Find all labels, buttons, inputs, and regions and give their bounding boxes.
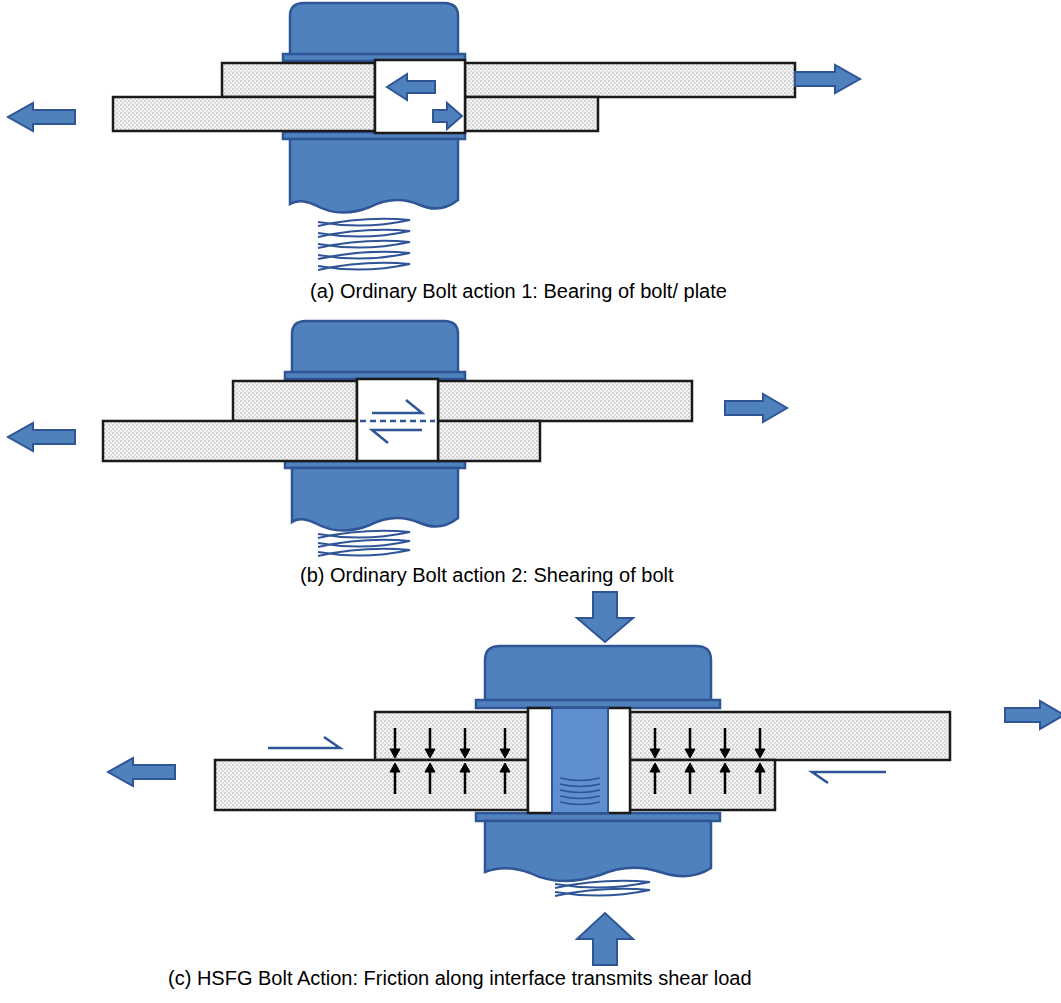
plate [103,421,357,461]
clamp-arrow [759,771,762,794]
clamp-arrow [724,771,727,794]
clamp-arrowhead [720,763,730,772]
screw-thread [560,778,600,781]
clamp-arrowhead [685,763,695,772]
screw-thread [560,796,600,799]
bearing-arrow [387,74,435,100]
plates-a [113,60,795,133]
clamp-arrow [689,771,692,794]
nut [292,468,458,531]
screw-thread [318,549,410,556]
clamp-arrowhead [650,749,660,758]
plate [465,97,598,131]
plate [630,760,775,810]
load-arrow [8,423,75,451]
bearing-arrow [433,103,462,129]
clamp-arrow [654,728,657,750]
nut [290,139,458,213]
clamp-arrow [394,728,397,750]
load-arrow [795,65,860,93]
clamp-arrowhead [755,749,765,758]
plate [222,63,375,97]
drawing-part [372,400,422,413]
plate [438,421,540,461]
screw-thread [560,790,600,793]
clamp-arrow [464,771,467,794]
bolt-shank [375,60,465,133]
clamp-arrowhead [425,763,435,772]
plate [630,712,950,760]
screw-thread [555,889,650,896]
plates-c [215,708,950,813]
screw-thread [318,252,410,259]
screw-thread [560,784,600,787]
clamp-arrowhead [460,763,470,772]
clamp-arrowhead [390,763,400,772]
shear-symbol [360,400,435,443]
clamp-arrowhead [500,749,510,758]
clamp-arrow [654,771,657,794]
load-arrows-c [108,592,1061,965]
clamp-arrow [429,728,432,750]
clamp-arrowhead [390,749,400,758]
clamp-arrow [689,728,692,750]
plates-b [103,379,692,461]
clamp-arrow [504,728,507,750]
screw-thread [318,263,410,270]
screw-thread [560,802,600,805]
clamp-arrowhead [685,749,695,758]
plate [215,760,528,810]
bolt-head [485,646,711,702]
plate [465,63,795,97]
clamp-arrowhead [720,749,730,758]
clamp-arrow [504,771,507,794]
drawing-part [360,420,435,423]
load-arrow [108,758,175,786]
shank-thread [560,778,600,805]
nut [485,821,711,881]
figure-caption: (b) Ordinary Bolt action 2: Shearing of … [300,563,674,587]
clamp-arrowhead [425,749,435,758]
screw-thread [318,230,410,237]
figure-caption: (c) HSFG Bolt Action: Friction along int… [168,966,752,990]
load-arrow [1005,701,1061,729]
clamp-arrow [724,728,727,750]
drawing-part [372,430,422,443]
plate [438,381,692,421]
drawing-part [268,737,340,748]
load-arrow [725,394,787,422]
screw-thread [318,540,410,547]
drawing-part [812,772,886,783]
bolt-shank [357,379,438,461]
clamp-arrowhead [755,763,765,772]
clamp-arrow [464,728,467,750]
screw-thread [318,531,410,538]
plate [375,712,528,760]
clamping-arrows [390,728,765,794]
plate [233,381,357,421]
clamp-arrow [394,771,397,794]
clamp-arrow [759,728,762,750]
friction-arrows [268,737,886,783]
plate [113,97,375,131]
load-arrows-b [8,394,787,451]
clamp-arrowhead [650,763,660,772]
load-arrows-a [8,65,860,131]
bolt-shank [552,708,608,813]
load-arrow [8,103,75,131]
clamp-arrow [429,771,432,794]
bolt-head [290,3,458,56]
clamp-arrow [577,913,633,965]
bolt-head [292,321,458,374]
screw-thread [318,219,410,226]
clamp-arrow [577,592,633,642]
clamp-arrowhead [460,749,470,758]
screw-thread [318,241,410,248]
figure-caption: (a) Ordinary Bolt action 1: Bearing of b… [310,279,727,303]
clamp-arrowhead [500,763,510,772]
bolt-hole [528,708,630,813]
